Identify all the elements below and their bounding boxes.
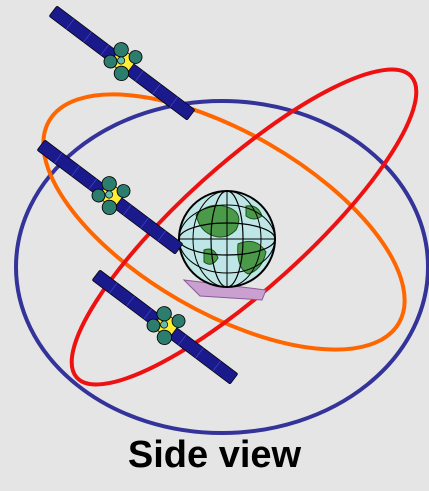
satellite-top <box>43 0 202 128</box>
globe-icon <box>179 191 275 300</box>
satellite-middle <box>31 129 190 261</box>
caption: Side view <box>0 434 429 477</box>
